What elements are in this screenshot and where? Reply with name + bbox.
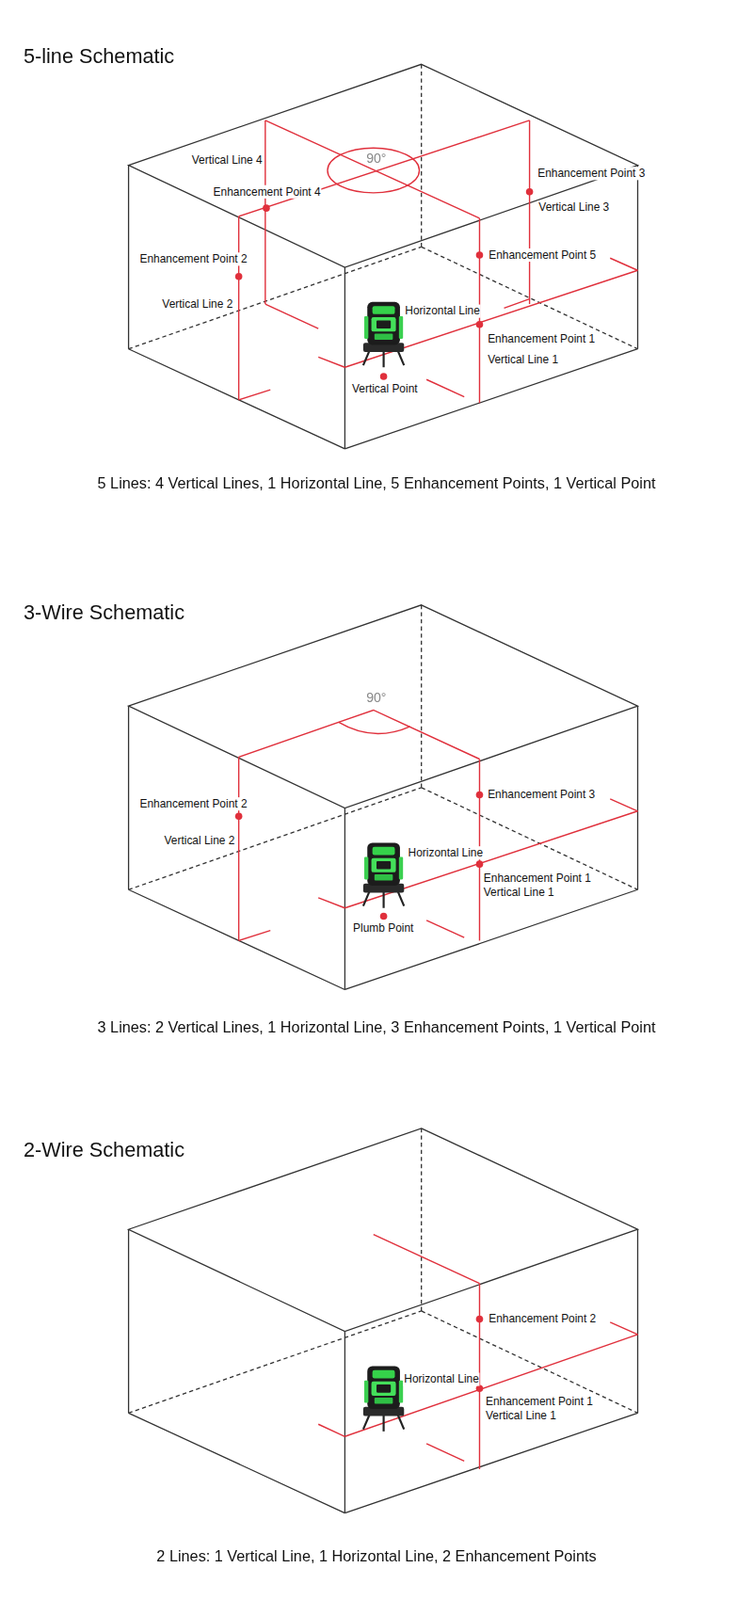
point-label: Enhancement Point 4 — [211, 185, 321, 199]
line-label: Horizontal Line — [407, 846, 485, 860]
angle-label: 90° — [365, 689, 387, 705]
point-label: Enhancement Point 2 — [487, 1313, 597, 1327]
schematic-caption: 3 Lines: 2 Vertical Lines, 1 Horizontal … — [96, 1018, 657, 1038]
line-label: Vertical Line 3 — [537, 200, 610, 214]
point-label: Enhancement Point 1 — [486, 332, 596, 346]
line-label: Vertical Line 2 — [162, 833, 236, 848]
line-label: Vertical Line 4 — [191, 153, 264, 167]
line-label: Horizontal Line — [402, 1373, 481, 1387]
schematic-title: 2-Wire Schematic — [22, 1137, 186, 1163]
point-label: Enhancement Point 1 — [482, 871, 593, 885]
schematic-title: 3-Wire Schematic — [22, 599, 186, 625]
schematic-caption: 5 Lines: 4 Vertical Lines, 1 Horizontal … — [96, 474, 657, 494]
line-label: Vertical Line 2 — [160, 297, 234, 311]
point-label: Vertical Point — [351, 382, 419, 396]
schematic-title: 5-line Schematic — [22, 44, 176, 69]
point-label: Enhancement Point 3 — [536, 166, 646, 180]
point-label: Enhancement Point 2 — [138, 797, 248, 811]
line-label: Horizontal Line — [403, 304, 481, 319]
schematic-caption: 2 Lines: 1 Vertical Line, 1 Horizontal L… — [155, 1546, 597, 1566]
point-label: Enhancement Point 2 — [138, 252, 248, 266]
point-label: Plumb Point — [352, 921, 415, 935]
line-label: Vertical Line 1 — [486, 353, 560, 368]
point-label: Enhancement Point 5 — [487, 248, 597, 262]
point-label: Enhancement Point 1 — [484, 1394, 594, 1409]
line-label: Vertical Line 1 — [482, 885, 556, 899]
angle-label: 90° — [365, 150, 387, 166]
line-label: Vertical Line 1 — [484, 1409, 558, 1424]
point-label: Enhancement Point 3 — [486, 787, 596, 802]
